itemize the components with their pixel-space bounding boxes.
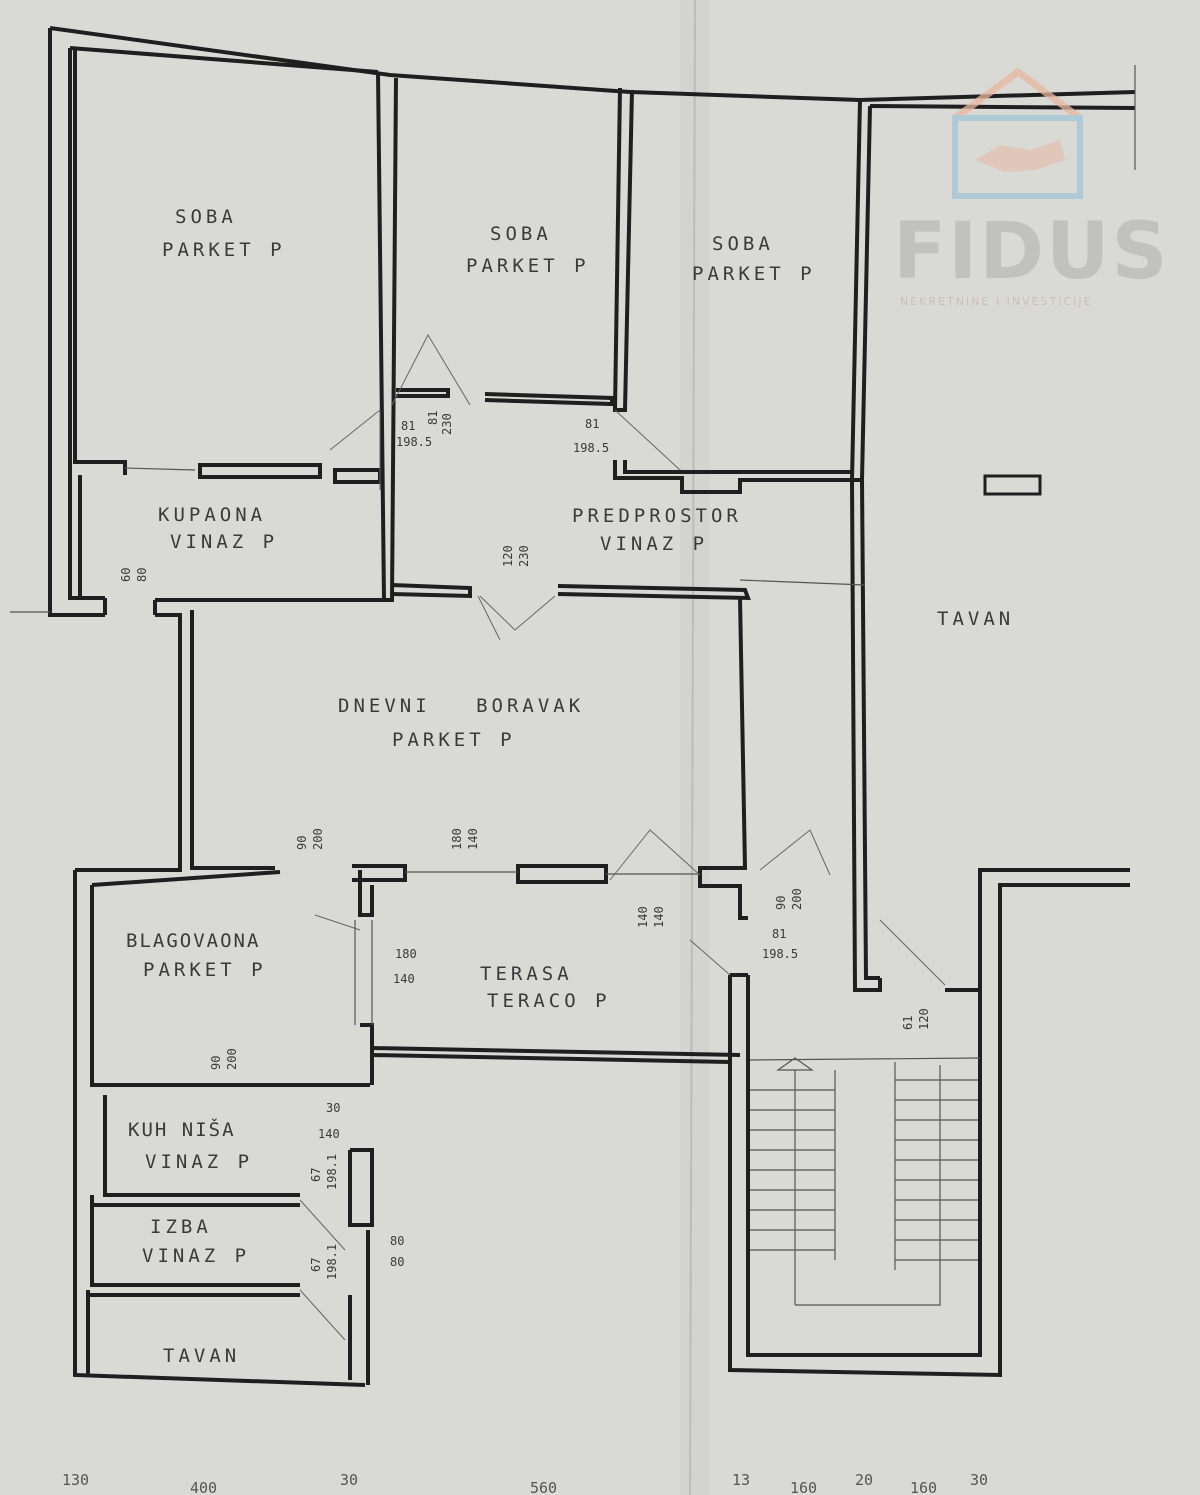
dim-d12-height: 200: [225, 1048, 239, 1070]
stair-treads-right: [895, 1079, 978, 1261]
dim-d1-width: 81: [401, 419, 415, 433]
dim-d7-width: 180: [450, 828, 464, 850]
bottom-dim-9: 30: [970, 1471, 988, 1489]
watermark-brand: FIDUS: [893, 207, 1170, 297]
room-kupaona-name: KUPAONA: [158, 504, 266, 526]
dim-d9-height: 140: [652, 906, 666, 928]
dim-d16-width: 67: [309, 1258, 323, 1272]
dim-d13-width: 30: [326, 1101, 340, 1115]
handshake-house-icon: [952, 67, 1083, 199]
room-terasa-floor: TERACO P: [487, 990, 611, 1012]
dim-d3-height: 198.5: [573, 441, 609, 455]
dim-d9-width: 140: [636, 906, 650, 928]
room-soba-3-floor: PARKET P: [692, 263, 816, 285]
dim-d7-height: 140: [466, 828, 480, 850]
dim-d11-height: 140: [393, 972, 415, 986]
staircase: [750, 1057, 978, 1306]
dim-d6-height: 200: [311, 828, 325, 850]
dim-d4-width: 120: [501, 545, 515, 567]
bottom-dim-1: 130: [62, 1471, 89, 1489]
room-blagovaona-name: BLAGOVAONA: [126, 930, 260, 952]
room-terasa-name: TERASA: [480, 963, 573, 985]
dim-d5-height: 80: [135, 568, 149, 582]
dim-d15-width: 80: [390, 1234, 404, 1248]
room-soba-1-name: SOBA: [175, 206, 237, 228]
dim-d8-width: 90: [774, 896, 788, 910]
bottom-dim-3: 30: [340, 1471, 358, 1489]
door-swings: [299, 333, 946, 1341]
dim-d10-height: 198.5: [762, 947, 798, 961]
room-soba-1-floor: PARKET P: [162, 239, 286, 261]
dimension-labels: 81 198.5 81 230 81 198.5 120 230 60 80 9…: [119, 411, 931, 1280]
dim-d5-width: 60: [119, 568, 133, 582]
dim-d2-height: 230: [440, 413, 454, 435]
room-kupaona-floor: VINAZ P: [170, 531, 278, 553]
bottom-dim-7: 20: [855, 1471, 873, 1489]
bottom-dim-5: 13: [732, 1471, 750, 1489]
dim-d16-height: 198.1: [325, 1244, 339, 1280]
room-kuh-nisa-name: KUH NIŠA: [128, 1117, 236, 1141]
stair-treads-left: [750, 1089, 835, 1251]
dim-d6-width: 90: [295, 836, 309, 850]
paper-fold-line: [689, 0, 696, 1495]
room-labels: SOBA PARKET P SOBA PARKET P SOBA PARKET …: [126, 206, 1014, 1367]
room-tavan-right-name: TAVAN: [937, 608, 1014, 630]
bottom-dim-8: 160: [910, 1479, 937, 1495]
room-dnevni-floor: PARKET P: [392, 729, 516, 751]
dim-d14-height: 198.1: [325, 1154, 339, 1190]
dim-d17-width: 61: [901, 1016, 915, 1030]
dim-d4-height: 230: [517, 545, 531, 567]
dim-d11-width: 180: [395, 947, 417, 961]
dim-d12-width: 90: [209, 1056, 223, 1070]
dim-d10-width: 81: [772, 927, 786, 941]
bottom-dim-4: 560: [530, 1479, 557, 1495]
dim-d1-height: 198.5: [396, 435, 432, 449]
room-soba-3-name: SOBA: [712, 233, 774, 255]
room-soba-2-floor: PARKET P: [466, 255, 590, 277]
dim-d3-width: 81: [585, 417, 599, 431]
bottom-dim-2: 400: [190, 1479, 217, 1495]
room-izba-name: IZBA: [150, 1216, 212, 1238]
fidus-watermark: FIDUS NEKRETNINE I INVESTICIJE: [893, 67, 1170, 308]
dim-d17-height: 120: [917, 1008, 931, 1030]
room-kuh-nisa-floor: VINAZ P: [145, 1151, 253, 1173]
room-izba-floor: VINAZ P: [142, 1245, 250, 1267]
dim-d13-height: 140: [318, 1127, 340, 1141]
room-predprostor-name: PREDPROSTOR: [572, 505, 742, 527]
room-blagovaona-floor: PARKET P: [143, 959, 267, 981]
guide-lines: [10, 65, 1136, 1061]
dim-d8-height: 200: [790, 888, 804, 910]
room-tavan-bottom-name: TAVAN: [163, 1345, 240, 1367]
room-predprostor-floor: VINAZ P: [600, 533, 708, 555]
room-dnevni-name: DNEVNI BORAVAK: [338, 695, 584, 717]
dim-d14-width: 67: [309, 1168, 323, 1182]
dim-d15-height: 80: [390, 1255, 404, 1269]
bottom-dimension-row: 130 400 30 560 13 160 20 160 30: [62, 1471, 988, 1495]
bottom-dim-6: 160: [790, 1479, 817, 1495]
dim-d2-width: 81: [426, 411, 440, 425]
room-soba-2-name: SOBA: [490, 223, 552, 245]
watermark-tagline: NEKRETNINE I INVESTICIJE: [900, 295, 1093, 308]
